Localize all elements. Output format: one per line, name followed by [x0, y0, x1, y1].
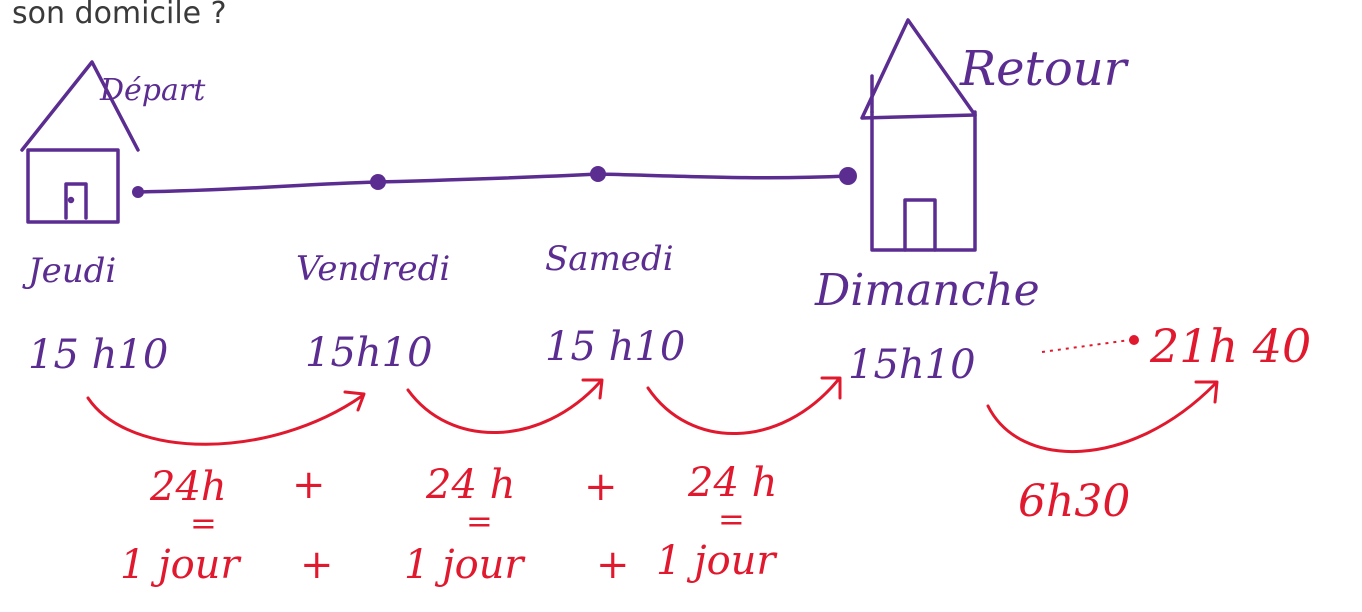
interval-3-days: 1 jour: [656, 538, 778, 584]
day-label-sunday: Dimanche: [814, 265, 1040, 316]
day-label-friday: Vendredi: [296, 249, 450, 289]
arrowhead-saturday-sunday: [820, 376, 842, 400]
operator-days-2: +: [596, 542, 630, 588]
interval-2-days: 1 jour: [404, 542, 526, 588]
equals-1: =: [190, 504, 217, 542]
extra-interval-duration: 6h30: [1018, 476, 1130, 527]
interval-1-days: 1 jour: [120, 542, 242, 588]
equals-2: =: [466, 502, 493, 540]
time-saturday: 15 h10: [545, 324, 685, 370]
timeline-point-thursday: [132, 186, 144, 198]
arrowhead-thursday-friday: [343, 390, 366, 412]
arc-friday-saturday: [406, 380, 602, 434]
time-thursday: 15 h10: [28, 332, 168, 378]
final-time-point: [1129, 335, 1139, 345]
operator-days-1: +: [300, 542, 334, 588]
question-text: son domicile ?: [12, 0, 227, 31]
arc-thursday-friday: [86, 394, 364, 446]
timeline-point-sunday: [839, 167, 857, 185]
arc-sunday-extra: [986, 382, 1217, 453]
timeline-point-saturday: [590, 166, 606, 182]
departure-house-icon: [20, 60, 140, 224]
day-label-saturday: Samedi: [545, 239, 674, 279]
day-label-thursday: Jeudi: [22, 251, 116, 291]
dotted-connector: [1041, 339, 1131, 353]
departure-label: Départ: [99, 73, 206, 108]
interval-1-hours: 24h: [149, 464, 227, 510]
timeline-point-friday: [370, 174, 386, 190]
return-label: Retour: [959, 41, 1130, 97]
arrowhead-sunday-extra: [1194, 380, 1219, 404]
timeline-line: [136, 172, 850, 194]
time-sunday: 15h10: [848, 342, 976, 388]
equals-3: =: [718, 500, 745, 538]
interval-3-hours: 24 h: [687, 460, 777, 506]
operator-hours-2: +: [584, 464, 618, 510]
interval-arrows: [86, 376, 1219, 453]
operator-hours-1: +: [292, 462, 326, 508]
arc-saturday-sunday: [646, 378, 840, 435]
return-house-icon: [860, 18, 977, 252]
final-time: 21h 40: [1149, 319, 1311, 373]
arrowhead-friday-saturday: [581, 378, 604, 400]
interval-2-hours: 24 h: [425, 462, 515, 508]
time-friday: 15h10: [305, 330, 433, 376]
